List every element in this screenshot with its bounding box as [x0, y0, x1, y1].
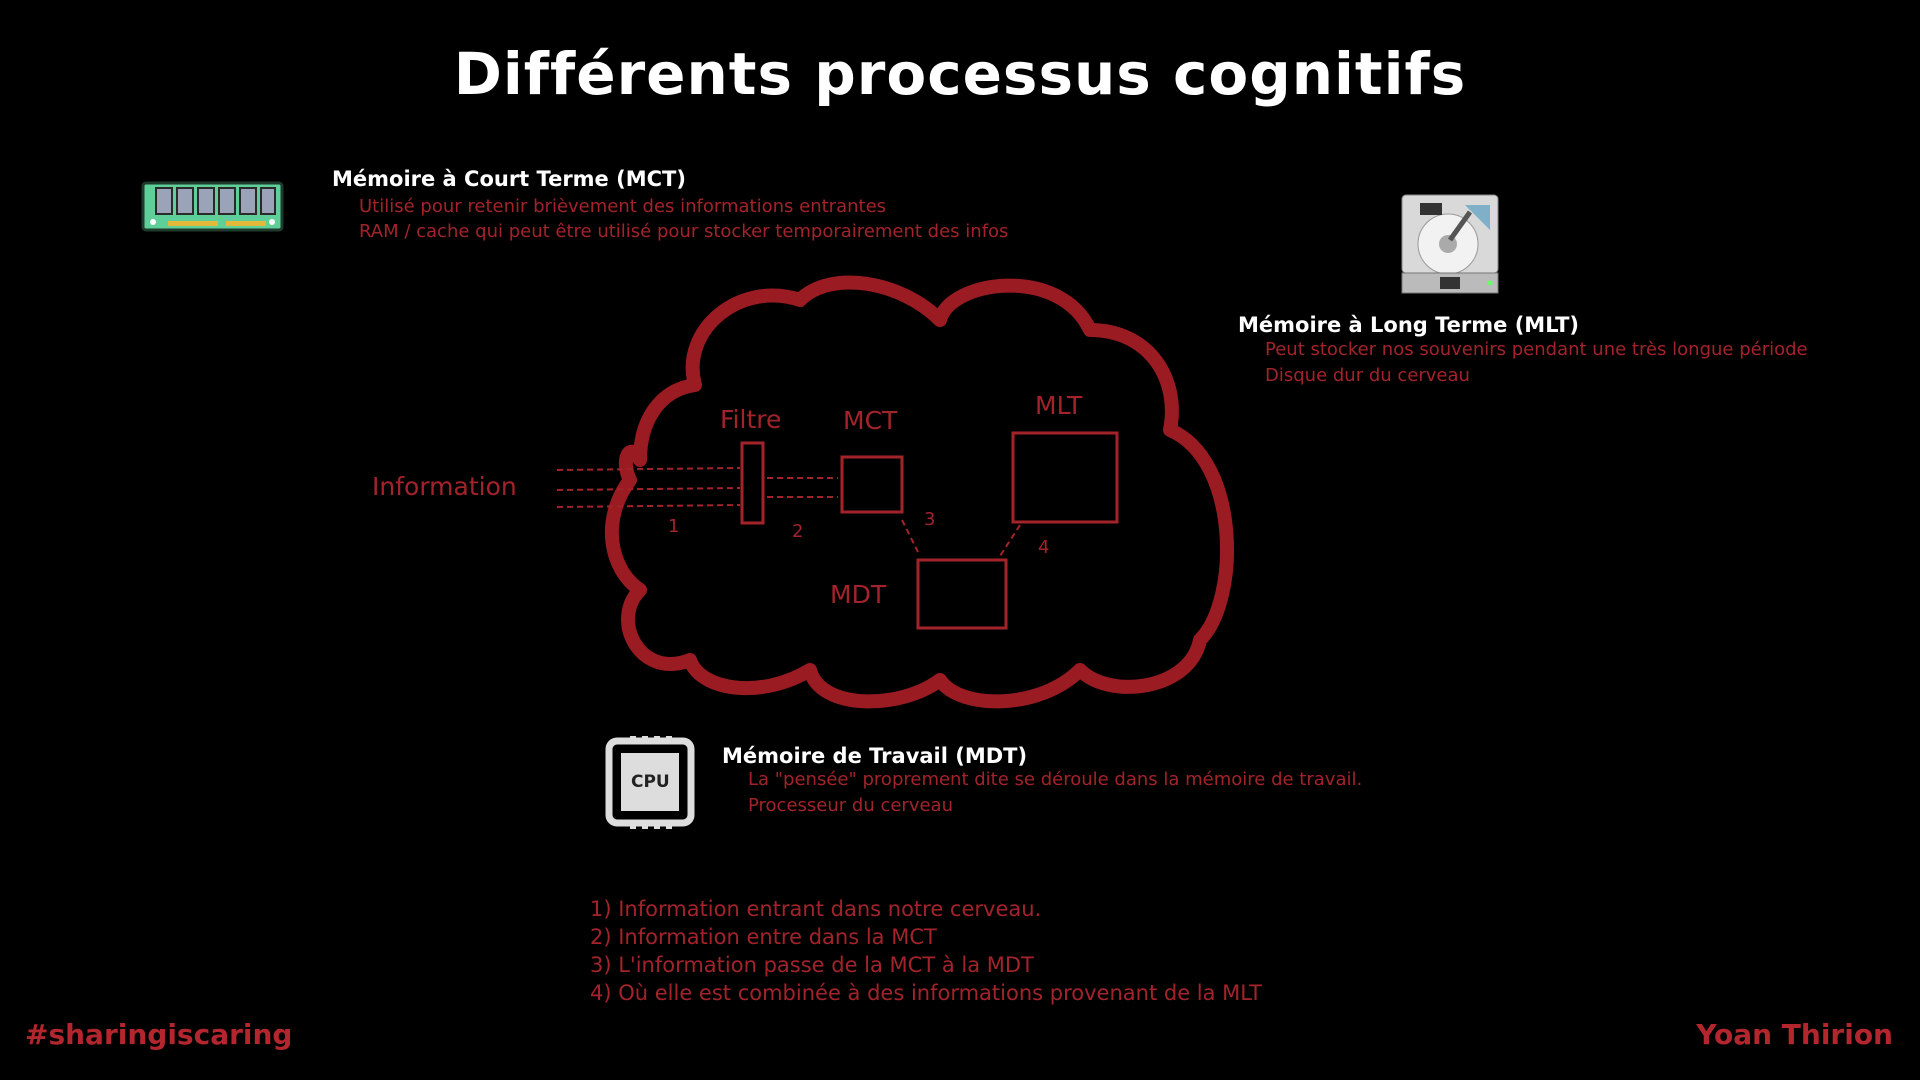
label-mct: MCT	[843, 406, 898, 435]
label-4: 4	[1038, 537, 1050, 558]
mdt-box	[916, 558, 1008, 630]
step-3: 3) L'information passe de la MCT à la MD…	[590, 953, 1034, 977]
brain-cloud	[604, 275, 1234, 709]
mlt-line-1: Peut stocker nos souvenirs pendant une t…	[1265, 339, 1808, 360]
mlt-heading: Mémoire à Long Terme (MLT)	[1238, 313, 1580, 337]
hard-drive-icon	[1401, 194, 1499, 294]
step-2: 2) Information entre dans la MCT	[590, 925, 937, 949]
step-4: 4) Où elle est combinée à des informatio…	[590, 981, 1262, 1005]
mct-line-1: Utilisé pour retenir brièvement des info…	[359, 196, 887, 217]
mlt-box	[1011, 431, 1119, 524]
author: Yoan Thirion	[1696, 1018, 1893, 1051]
label-2: 2	[792, 521, 804, 542]
filter-box	[740, 441, 765, 525]
label-3: 3	[924, 509, 936, 530]
page-title: Différents processus cognitifs	[453, 40, 1467, 108]
mdt-line-1: La "pensée" proprement dite se déroule d…	[748, 769, 1363, 790]
label-filtre: Filtre	[720, 405, 782, 434]
mct-box	[840, 455, 904, 514]
flow-arrows	[556, 467, 1021, 557]
step-1: 1) Information entrant dans notre cervea…	[590, 897, 1042, 921]
cpu-label: CPU	[631, 772, 670, 792]
mdt-heading: Mémoire de Travail (MDT)	[722, 744, 1028, 768]
label-1: 1	[668, 516, 680, 537]
label-mlt: MLT	[1035, 391, 1083, 420]
ram-icon-shape	[141, 181, 284, 232]
steps-list: 1) Information entrant dans notre cervea…	[590, 895, 1262, 1007]
mct-heading: Mémoire à Court Terme (MCT)	[332, 167, 686, 191]
label-information: Information	[372, 472, 517, 501]
hashtag: #sharingiscaring	[25, 1018, 293, 1051]
label-mdt: MDT	[830, 580, 887, 609]
mct-line-2: RAM / cache qui peut être utilisé pour s…	[359, 221, 1009, 242]
mlt-line-2: Disque dur du cerveau	[1265, 365, 1470, 386]
mdt-line-2: Processeur du cerveau	[748, 795, 953, 816]
